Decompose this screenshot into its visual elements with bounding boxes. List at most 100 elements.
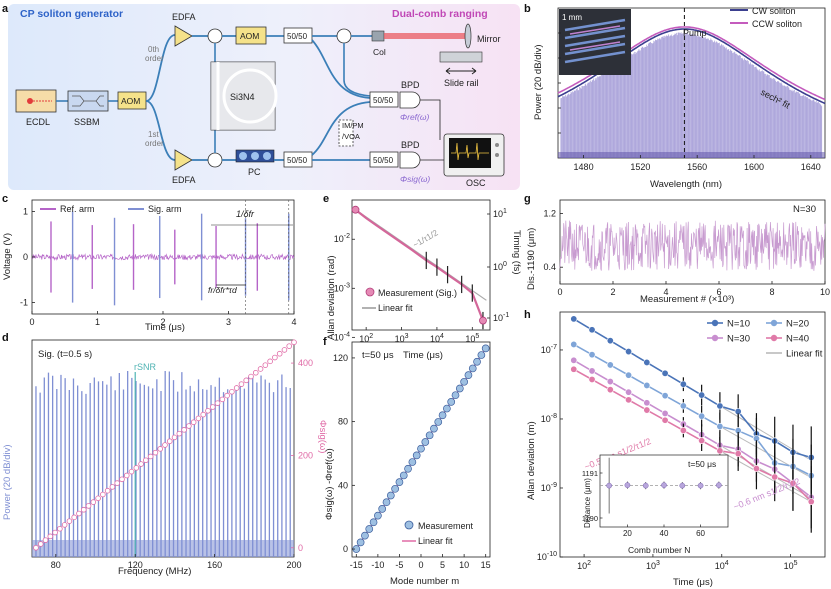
phase-point [52, 529, 58, 536]
h-point [643, 399, 651, 407]
c-xtick-label: 4 [291, 317, 296, 327]
f-xtick-label: 10 [459, 560, 469, 570]
c-ylabel: Voltage (V) [2, 233, 13, 280]
phase-point [214, 400, 221, 406]
h-inset-point [606, 482, 612, 489]
c-annotation-period: 1/δfr [236, 209, 255, 219]
f-ytick-label: 120 [333, 353, 348, 363]
h-point [698, 412, 706, 420]
h-point [588, 367, 596, 375]
phase-point [123, 472, 130, 479]
noise-floor [558, 152, 825, 158]
f-point [477, 351, 486, 359]
f-xtick-label: 0 [418, 560, 423, 570]
h-inset-point [716, 482, 722, 488]
h-inset-point [679, 482, 686, 489]
h-point [679, 402, 687, 410]
b-xlabel: Wavelength (nm) [650, 179, 722, 190]
h-point [698, 391, 706, 399]
order1-label: 1st [148, 130, 159, 139]
f-point [434, 418, 443, 426]
c-noise-trace [31, 252, 295, 261]
phase-point [128, 468, 135, 475]
f-point [378, 505, 387, 513]
phase-point [205, 407, 211, 414]
h-point [716, 402, 724, 410]
d-rtick-label: 0 [298, 543, 303, 553]
f-point [481, 344, 490, 353]
d-noise-floor [32, 540, 294, 557]
e-rtick-label: 10-1 [493, 312, 509, 323]
h-inset-ytick-label: 1191 [582, 469, 598, 478]
f-point [438, 411, 447, 420]
d-title: Sig. (t=0.5 s) [38, 349, 92, 360]
phase-point [181, 427, 187, 433]
f-point [356, 538, 365, 547]
panel-label-a: a [2, 3, 9, 15]
h-inset-ylabel: Distance (μm) [583, 478, 592, 528]
circulator-top-icon [207, 28, 223, 44]
e-point [351, 205, 360, 214]
b-xtick-label: 1640 [801, 162, 821, 172]
e-xtick-label: 103 [395, 333, 409, 344]
h-ytick-label: 10-10 [537, 551, 557, 562]
h-point [606, 337, 614, 345]
g-ytick-label: 1.2 [543, 208, 556, 218]
h-point [570, 340, 578, 348]
coupler-1-label: 50/50 [287, 32, 308, 41]
c-xlabel: Time (μs) [145, 322, 185, 333]
laser-beam [384, 33, 466, 39]
h-point [807, 498, 815, 506]
phase-point [138, 461, 144, 467]
f-point [369, 518, 378, 527]
bpd-1-icon [399, 91, 421, 109]
collimator-icon [371, 30, 385, 42]
f-point [464, 371, 473, 379]
g-xtick-label: 8 [769, 287, 774, 297]
f-point [417, 444, 425, 453]
g-distance-trace [559, 220, 826, 271]
phase-point [190, 419, 197, 426]
panel-label-h: h [524, 309, 531, 321]
h-point [679, 426, 687, 434]
h-ytick-label: 10-8 [541, 413, 557, 424]
h-legend-label: N=40 [786, 334, 809, 345]
imvoa-box [338, 119, 354, 147]
h-ylabel: Allan deviation (m) [526, 421, 537, 500]
f-point [374, 511, 382, 520]
f-point [408, 458, 417, 466]
edfa-bottom-icon [174, 149, 193, 171]
f-point [386, 491, 395, 500]
ranging-title: Dual-comb ranging [392, 8, 488, 20]
h-inset-point [697, 482, 704, 489]
h-xtick-label: 103 [646, 560, 660, 571]
h-point [588, 326, 596, 334]
d-xtick-label: 80 [51, 560, 61, 570]
f-point [468, 364, 477, 373]
phase-point [152, 449, 159, 456]
h-point [771, 473, 779, 481]
legend-f-measurement-marker [404, 520, 414, 530]
phase-point [37, 541, 44, 547]
c-xtick-label: 0 [29, 317, 34, 327]
bpd-2-icon [399, 151, 421, 169]
f-point [473, 357, 481, 366]
phase-point [95, 495, 101, 502]
h-legend-marker [770, 319, 778, 327]
coupler-3 [369, 91, 399, 108]
h-legend-label: N=20 [786, 319, 809, 330]
legend-cw: CW soliton [752, 6, 796, 16]
phase-point [281, 347, 288, 353]
h-legend-label: Linear fit [786, 349, 823, 360]
h-point [570, 356, 578, 364]
phase-point [186, 423, 192, 429]
order1b-label: order [145, 139, 164, 148]
f-point [382, 498, 391, 507]
c-xtick-label: 2 [160, 317, 165, 327]
d-ylabel-left: Power (20 dB/div) [2, 444, 13, 520]
f-point [399, 471, 408, 480]
